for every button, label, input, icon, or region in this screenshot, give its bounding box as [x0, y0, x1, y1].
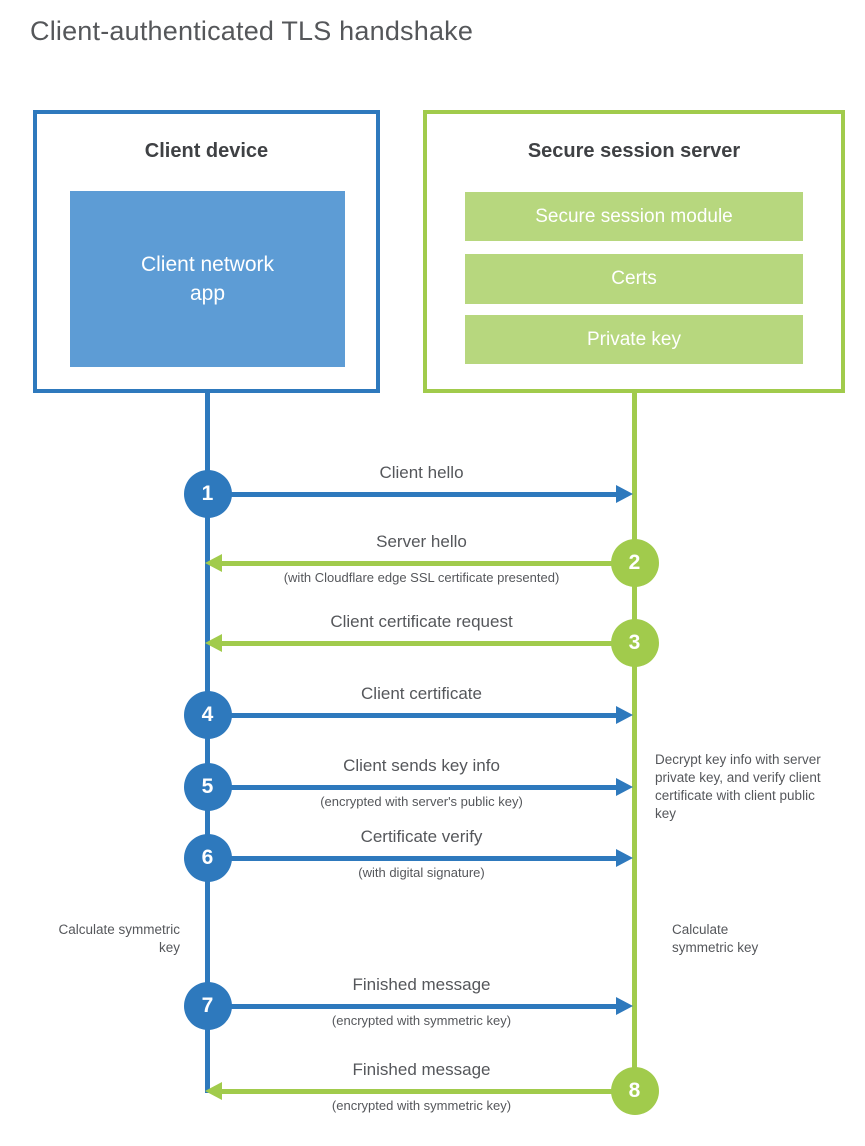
page-title: Client-authenticated TLS handshake: [30, 16, 474, 46]
step-5-label: Client sends key info: [343, 756, 500, 775]
step-3-badge: 3: [610, 619, 659, 667]
step-1-badge: 1: [183, 470, 232, 518]
step-6-subtitle: (with digital signature): [358, 865, 485, 880]
client-network-app-label: Client network app: [140, 252, 275, 305]
step-5-arrowhead: [616, 778, 633, 796]
step-2-badge: 2: [610, 539, 659, 587]
secure-session-server-box: Secure session server Secure session mod…: [423, 110, 845, 393]
client-device-title: Client device: [144, 140, 269, 162]
step-8-badge: 8: [610, 1067, 659, 1115]
server-box-title: Secure session server: [527, 140, 741, 162]
step-8-subtitle: (encrypted with symmetric key): [331, 1098, 512, 1113]
step-7-subtitle: (encrypted with symmetric key): [331, 1013, 512, 1028]
client-lifeline: [205, 392, 210, 1093]
step-3-label: Client certificate request: [330, 612, 513, 631]
step-4-arrow-shaft: [208, 713, 616, 718]
step-4-arrowhead: [616, 706, 633, 724]
server-lifeline: [632, 392, 637, 1093]
step-6-arrowhead: [616, 849, 633, 867]
step-8-arrowhead: [205, 1082, 222, 1100]
step-5-subtitle: (encrypted with server's public key): [320, 794, 523, 809]
step-6-badge: 6: [183, 834, 232, 882]
module-certs: Certs: [465, 254, 803, 304]
calculate-symmetric-key-server: Calculate symmetric key: [672, 922, 759, 955]
step-1-label: Client hello: [379, 463, 464, 482]
step-5-arrow-shaft: [208, 785, 616, 790]
module-private-key: Private key: [465, 315, 803, 364]
calculate-symmetric-key-client: Calculate symmetric key: [58, 922, 180, 955]
step-2-arrow-shaft: [222, 561, 635, 566]
step-1-arrow-shaft: [208, 492, 616, 497]
step-8-label: Finished message: [352, 1060, 491, 1079]
step-7-label: Finished message: [352, 975, 491, 994]
step-3-arrowhead: [205, 634, 222, 652]
decrypt-note: Decrypt key info with server private key…: [655, 752, 821, 821]
step-7-badge: 7: [183, 982, 232, 1030]
client-device-box: Client device Client network app: [33, 110, 380, 393]
step-2-arrowhead: [205, 554, 222, 572]
step-4-badge: 4: [183, 691, 232, 739]
step-2-subtitle: (with Cloudflare edge SSL certificate pr…: [283, 570, 560, 585]
step-7-arrow-shaft: [208, 1004, 616, 1009]
step-7-arrowhead: [616, 997, 633, 1015]
module-secure-session: Secure session module: [465, 192, 803, 241]
step-6-arrow-shaft: [208, 856, 616, 861]
step-4-label: Client certificate: [361, 684, 482, 703]
step-5-badge: 5: [183, 763, 232, 811]
step-6-label: Certificate verify: [360, 827, 483, 846]
step-8-arrow-shaft: [222, 1089, 635, 1094]
step-2-label: Server hello: [376, 532, 467, 551]
step-3-arrow-shaft: [222, 641, 635, 646]
client-network-app-box: Client network app: [70, 191, 345, 367]
step-1-arrowhead: [616, 485, 633, 503]
